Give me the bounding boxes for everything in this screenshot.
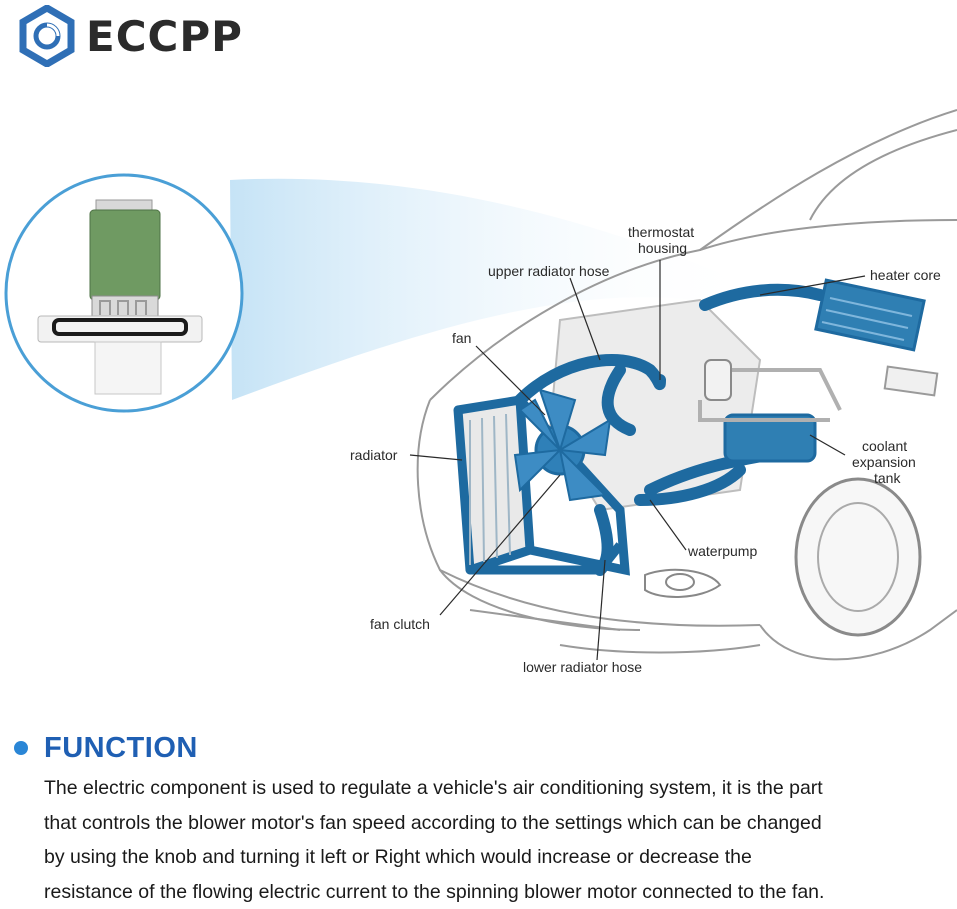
- label-coolant-1: coolant: [862, 438, 907, 454]
- label-fan-clutch: fan clutch: [370, 616, 430, 632]
- cooling-system-diagram: thermostat housing upper radiator hose h…: [0, 70, 957, 710]
- description-line: The electric component is used to regula…: [44, 771, 944, 806]
- blower-module: [885, 367, 938, 396]
- eccpp-logo-icon: [16, 5, 78, 67]
- label-heater-core: heater core: [870, 267, 941, 283]
- accumulator: [705, 360, 731, 400]
- label-upper-radiator-hose: upper radiator hose: [488, 263, 610, 279]
- function-title: FUNCTION: [44, 732, 198, 765]
- description-line: that controls the blower motor's fan spe…: [44, 806, 944, 841]
- product-zoom-circle: [6, 175, 242, 411]
- label-thermostat-2: housing: [638, 240, 687, 256]
- label-radiator: radiator: [350, 447, 398, 463]
- heater-core: [816, 280, 924, 350]
- bullet-icon: [14, 741, 28, 755]
- label-waterpump: waterpump: [687, 543, 757, 559]
- function-description: The electric component is used to regula…: [44, 771, 944, 909]
- label-thermostat-1: thermostat: [628, 224, 694, 240]
- label-lower-radiator-hose: lower radiator hose: [523, 659, 642, 675]
- brand-name: ECCPP: [86, 12, 243, 61]
- brand-header: ECCPP: [16, 4, 243, 68]
- label-coolant-3: tank: [874, 470, 901, 486]
- description-line: resistance of the flowing electric curre…: [44, 875, 944, 909]
- label-fan: fan: [452, 330, 471, 346]
- label-coolant-2: expansion: [852, 454, 916, 470]
- description-line: by using the knob and turning it left or…: [44, 840, 944, 875]
- function-heading: FUNCTION: [14, 728, 198, 768]
